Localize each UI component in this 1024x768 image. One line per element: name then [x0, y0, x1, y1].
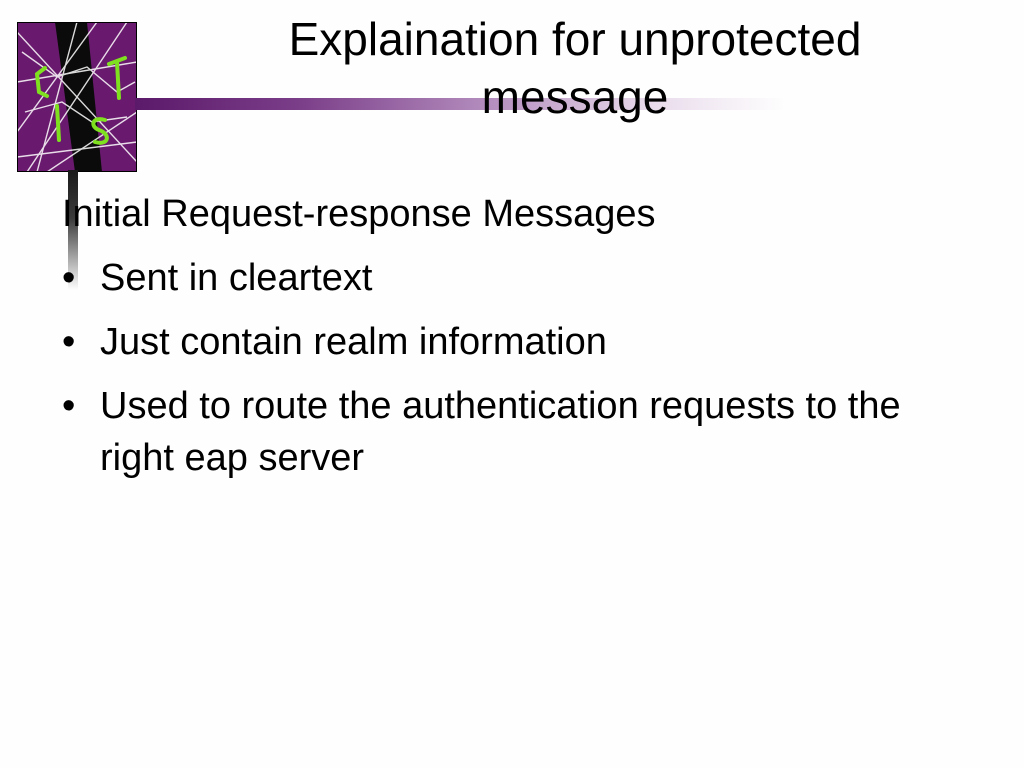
bullet-text: Sent in cleartext: [100, 257, 373, 299]
list-item: • Sent in cleartext: [62, 252, 962, 304]
slide-body: Initial Request-response Messages • Sent…: [62, 190, 962, 496]
list-item: • Used to route the authentication reque…: [62, 380, 962, 484]
bullet-dot: •: [62, 385, 76, 427]
bullet-text: Used to route the authentication request…: [100, 385, 901, 479]
bullet-text: Just contain realm information: [100, 321, 607, 363]
slide-title: Explaination for unprotected message: [210, 10, 940, 126]
lead-text: Initial Request-response Messages: [62, 193, 656, 235]
vertical-accent-bar: [68, 170, 78, 290]
slide-title-line-1: Explaination for unprotected: [288, 13, 862, 65]
bullet-dot: •: [62, 257, 76, 299]
horizontal-accent-bar: [135, 98, 785, 110]
list-item: • Just contain realm information: [62, 316, 962, 368]
slide-title-line-2: message: [481, 71, 669, 123]
cist-logo: [17, 22, 137, 172]
bullet-dot: •: [62, 321, 76, 363]
bullet-list: • Sent in cleartext • Just contain realm…: [62, 252, 962, 484]
